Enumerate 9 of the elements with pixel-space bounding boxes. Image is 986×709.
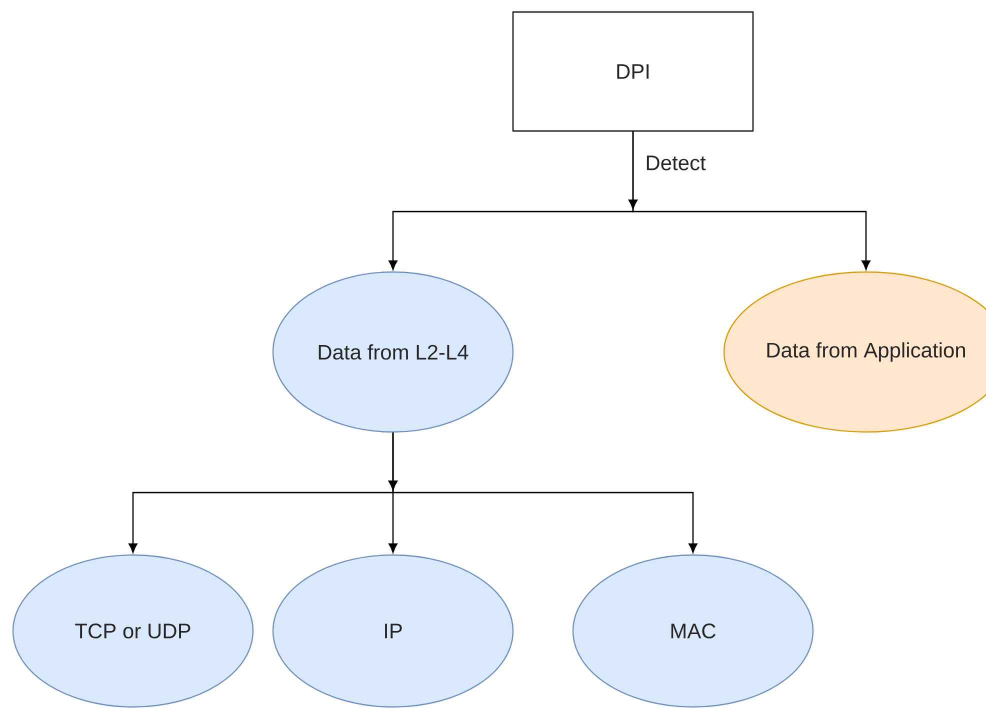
- ellipse-node: IP: [272, 554, 514, 708]
- ellipse-node: Data from L2-L4: [272, 271, 514, 433]
- ellipse-node: TCP or UDP: [12, 554, 254, 708]
- ellipse-node: MAC: [572, 554, 814, 708]
- edge-label: Detect: [643, 154, 708, 172]
- process-box: DPI: [512, 11, 754, 132]
- arrow: [628, 132, 870, 270]
- arrow: [388, 432, 698, 553]
- ellipse-node: Data from Application: [723, 271, 986, 433]
